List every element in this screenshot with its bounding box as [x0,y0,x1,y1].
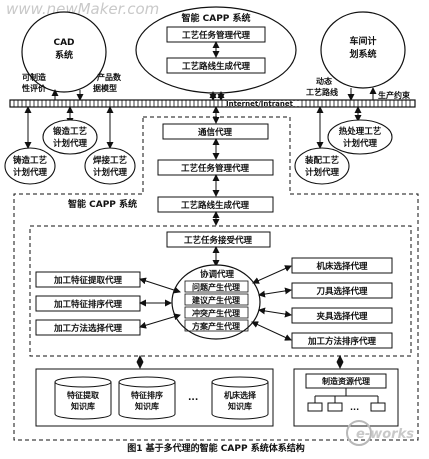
capp-system-title: 智能 CAPP 系统 [181,12,250,24]
problem-agent-label: 问题产生代理 [192,282,240,292]
eworks-logo-icon [346,420,372,446]
heat-agent-label-1: 热处理工艺 [339,126,382,137]
casting-agent-label-2: 计划代理 [13,167,48,178]
cad-label-1: CAD [53,38,74,48]
machine-select-kb: 机床选择 知识库 [211,376,269,420]
cad-label-2: 系统 [55,49,73,61]
resource-agent-label: 制造资源代理 [322,376,370,386]
top-route-gen-label: 工艺路线生成代理 [182,61,251,72]
machine-select-kb-label-2: 知识库 [228,401,252,411]
capp-system-boundary [13,116,419,441]
process-route-subsystem [29,225,412,357]
communication-agent-label: 通信代理 [198,127,233,138]
task-mgmt-agent-label: 工艺任务管理代理 [181,163,250,174]
fixture-select-agent-box [291,307,393,324]
feature-extract-kb: 特征提取 知识库 [54,376,112,420]
left-link-1 [139,277,181,294]
watermark-bottom: e-works [356,427,414,442]
coord-agent-label: 协调代理 [200,269,235,280]
task-accept-agent-label: 工艺任务接受代理 [184,235,253,246]
method-select-agent-label: 加工方法选择代理 [53,323,123,334]
feature-extract-agent-label: 加工特征提取代理 [53,275,123,286]
suggestion-agent-box [184,293,249,306]
forging-agent-circle [42,119,98,155]
assembly-agent-label-2: 计划代理 [305,167,340,178]
right-link-1 [252,265,292,284]
watermark-top: www.newMaker.com [6,0,159,18]
casting-agent-circle [4,147,56,185]
feature-extract-kb-label-2: 知识库 [71,401,95,411]
method-sort-agent-box [291,332,393,349]
left-link-3 [139,313,181,329]
tool-select-agent-label: 刀具选择代理 [316,286,368,297]
right-link-3 [258,307,292,318]
feature-extract-kb-label-1: 特征提取 [67,390,99,400]
welding-agent-label-1: 焊接工艺 [93,155,128,166]
route-gen-agent-label: 工艺路线生成代理 [181,200,250,211]
top-task-mgmt-label: 工艺任务管理代理 [182,30,251,41]
assembly-agent-circle [294,147,350,185]
forging-agent-label-2: 计划代理 [53,138,88,149]
heat-agent-label-2: 计划代理 [343,138,378,149]
inner-system-label: 智能 CAPP 系统 [68,198,137,210]
top-route-gen-box [166,57,266,74]
edge-label-right-a2: 工艺路线 [306,87,338,97]
workshop-plan-circle [320,11,406,89]
welding-agent-label-2: 计划代理 [93,167,128,178]
assembly-agent-label-1: 装配工艺 [304,155,340,166]
figure-caption: 图1 基于多代理的智能 CAPP 系统体系结构 [127,442,304,454]
suggestion-agent-label: 建议产生代理 [191,295,240,305]
workshop-label-1: 车间计 [349,35,376,47]
feature-sort-kb-label-2: 知识库 [135,401,159,411]
method-sort-agent-label: 加工方法排序代理 [307,336,377,347]
fixture-select-agent-label: 夹具选择代理 [316,311,368,322]
casting-agent-label-1: 铸造工艺 [13,155,48,166]
feature-sort-agent-label: 加工特征排序代理 [53,299,123,310]
edge-label-right-a1: 动态 [316,76,332,86]
right-link-4 [251,321,292,341]
welding-agent-circle [84,147,136,185]
edge-label-left-a2: 性评价 [22,83,47,93]
heat-treatment-agent-circle [327,119,393,155]
feature-sort-kb: 特征排序 知识库 [118,376,176,420]
cad-system-circle [21,11,107,93]
machine-select-kb-label-1: 机床选择 [224,390,257,400]
feature-sort-kb-label-1: 特征排序 [131,390,163,400]
right-link-2 [258,287,292,298]
conflict-agent-label: 冲突产生代理 [192,308,240,318]
workshop-label-2: 划系统 [349,48,376,60]
edge-label-left-a1: 可制造 [22,72,46,82]
resource-tree [307,388,386,412]
network-label: Internet/Intranet [226,100,294,108]
edge-label-right-b: 生产约束 [378,90,411,100]
edge-label-left-b2: 据模型 [93,83,117,93]
coordination-oval [171,264,261,340]
plan-agent-label: 方案产生代理 [192,321,240,331]
tool-select-agent-box [291,282,393,299]
conflict-agent-box [184,306,249,319]
plan-agent-box [184,319,249,332]
forging-agent-label-1: 锻造工艺 [53,126,88,137]
problem-agent-box [184,280,249,293]
kb-ellipsis: ... [188,393,198,403]
resource-ellipsis: ... [350,403,359,412]
machine-select-agent-box [291,257,393,274]
machine-select-agent-label: 机床选择代理 [316,261,368,272]
edge-label-left-b1: 产品数 [97,72,122,82]
